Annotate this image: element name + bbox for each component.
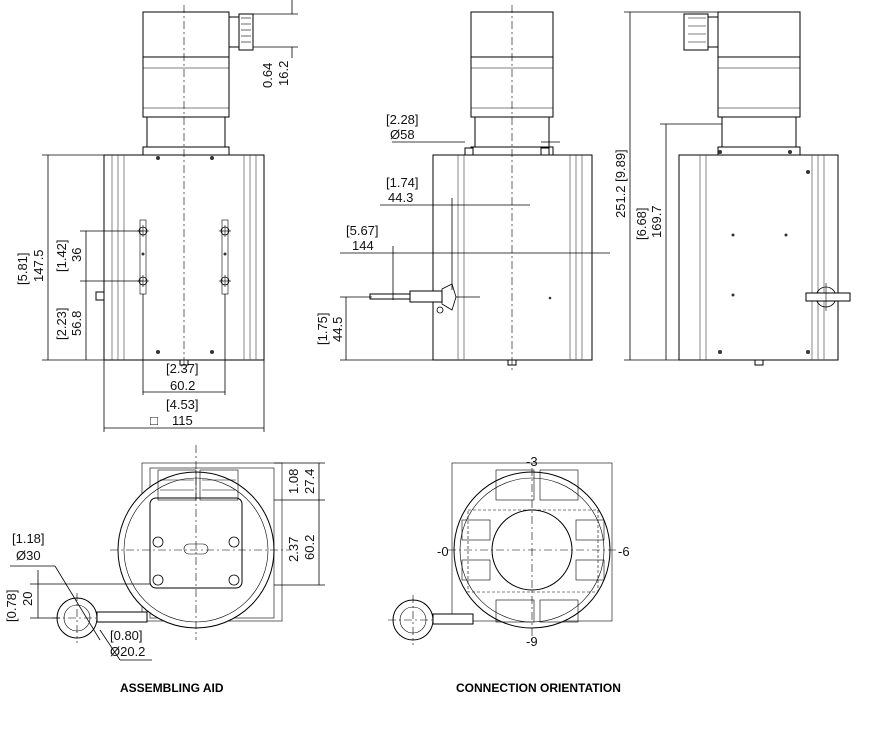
dim-hole-low-in: [2.23] [54,307,69,340]
dim-mid-mm: 60.2 [302,535,317,560]
connection-orientation-view [388,462,618,645]
dim-height-mm: 147.5 [31,249,46,282]
dim-pulley-mm: Ø30 [16,548,41,563]
dim-flange-in: [2.28] [386,112,419,127]
dim-body-height-in: [6.68] [634,207,649,240]
caption-connection-orientation: CONNECTION ORIENTATION [456,681,621,695]
dim-flange-mm: Ø58 [390,127,415,142]
dim-hole-spacing-mm: 36 [69,248,84,262]
dim-mid-in: 2.37 [286,537,301,562]
dim-total-height: 251.2 [9.89] [613,149,628,218]
dim-hole-width-in: [2.37] [166,361,199,376]
square-symbol: □ [150,413,158,428]
orientation-label-bottom: -9 [526,634,538,649]
front-view [42,0,298,432]
dim-wire-height-in: [1.75] [315,312,330,345]
dim-eye-in: [0.80] [110,628,143,643]
dim-cable-offset-mm: 16.2 [276,61,291,86]
dim-height-in: [5.81] [15,252,30,285]
dim-hole-low-mm: 56.8 [69,311,84,336]
dim-depth-mm: 144 [352,238,374,253]
assembling-aid-view [10,445,325,661]
dim-depth-in: [5.67] [346,223,379,238]
dim-wire-offset-in: [1.74] [386,175,419,190]
dim-hole-spacing-in: [1.42] [54,239,69,272]
dim-wire-offset-mm: 44.3 [388,190,413,205]
rear-view [624,11,851,366]
dim-offset-in: [0.78] [4,589,19,622]
dim-top-in: 1.08 [286,469,301,494]
dim-wire-height-mm: 44.5 [330,317,345,342]
dim-body-height-mm: 169.7 [649,205,664,238]
dim-body-width-mm: 115 [172,413,193,428]
dim-cable-offset-in: 0.64 [260,63,275,88]
orientation-label-top: -3 [526,454,538,469]
dim-top-mm: 27.4 [302,469,317,494]
dim-pulley-in: [1.18] [12,531,45,546]
dim-hole-width-mm: 60.2 [170,378,195,393]
orientation-label-left: -0 [437,544,449,559]
dim-body-width-in: [4.53] [166,397,199,412]
dim-offset-mm: 20 [20,592,35,606]
dim-eye-mm: Ø20.2 [110,644,145,659]
caption-assembling-aid: ASSEMBLING AID [120,681,224,695]
orientation-label-right: -6 [618,544,630,559]
side-view [340,5,610,372]
